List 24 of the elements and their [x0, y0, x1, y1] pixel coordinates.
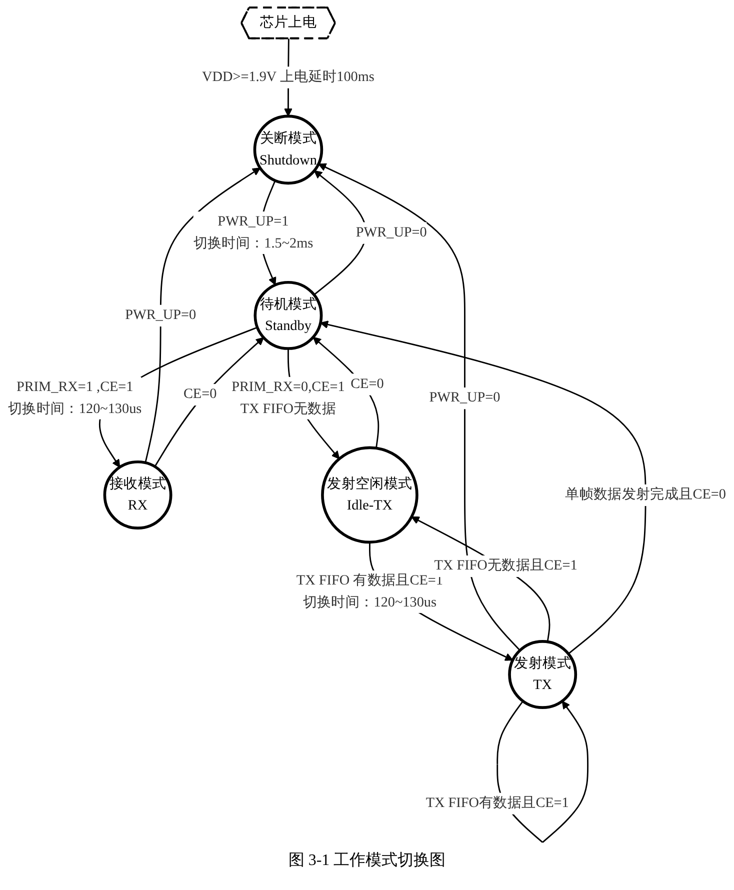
arrow [154, 337, 264, 467]
arrow [99, 326, 258, 468]
edge-label: PWR_UP=0 [125, 308, 196, 323]
node-circle: 发射空闲模式 Idle-TX [321, 446, 418, 544]
arrow [318, 163, 520, 651]
edge-label: PWR_UP=0 [429, 390, 500, 406]
edge-label: TX FIFO有数据且CE=1 [426, 796, 569, 811]
edge-label: VDD>=1.9V 上电延时100ms [202, 69, 374, 85]
edge-label: TX FIFO 有数据且CE=1 切换时间：120~130us [296, 573, 444, 610]
edge-label: PWR_UP=1 切换时间：1.5~2ms [193, 214, 314, 251]
edge-label: CE=0 [183, 386, 217, 402]
arrow [144, 168, 261, 463]
node-circle: 关断模式 Shutdown [253, 114, 324, 185]
node-circle: 待机模式 Standby [254, 280, 323, 350]
node-circle: 发射模式 TX [508, 640, 578, 709]
arrow [320, 320, 646, 654]
edge-label: TX FIFO无数据且CE=1 [434, 558, 578, 574]
edge-label: PWR_UP=0 [356, 225, 427, 240]
edge-label: PRIM_RX=1 ,CE=1 切换时间：120~130us [8, 380, 142, 416]
edge-label: CE=0 [350, 376, 384, 392]
caption: 图 3-1 工作模式切换图 [288, 850, 446, 871]
edge-label: 单帧数据发射完成且CE=0 [565, 487, 726, 502]
node-circle: 接收模式 RX [103, 460, 172, 530]
edge-label: PRIM_RX=0,CE=1 TX FIFO无数据 [232, 380, 345, 416]
